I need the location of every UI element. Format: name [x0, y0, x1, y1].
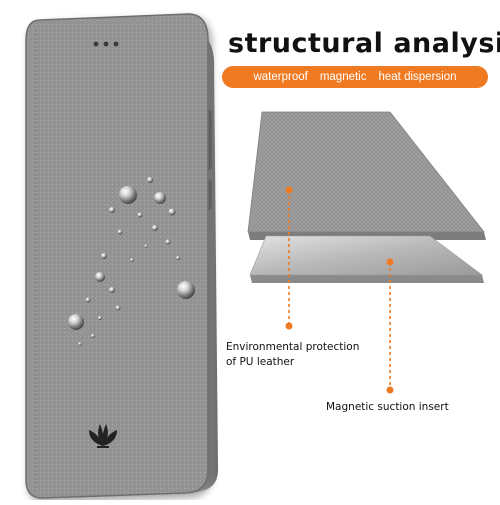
- water-droplet-icon: [68, 177, 195, 346]
- callout-leaders: [285, 186, 394, 394]
- leaf-emblem-logo: [89, 424, 117, 448]
- page-title: structural analysis: [228, 28, 500, 59]
- feature-magnetic: magnetic: [319, 71, 367, 83]
- pu-leather-callout: Environmental protection of PU leather: [226, 340, 359, 370]
- phone-case-front: [25, 13, 209, 499]
- magnetic-insert-callout: Magnetic suction insert: [326, 401, 449, 413]
- feature-heat-dispersion: heat dispersion: [378, 71, 457, 83]
- pu-callout-line-2: of PU leather: [226, 356, 295, 368]
- pu-callout-line-1: Environmental protection: [226, 341, 360, 353]
- feature-banner: waterproof magnetic heat dispersion: [222, 66, 488, 88]
- feature-waterproof: waterproof: [253, 71, 308, 83]
- magnetic-insert-layer: [249, 235, 484, 283]
- pu-leather-layer: [247, 111, 486, 240]
